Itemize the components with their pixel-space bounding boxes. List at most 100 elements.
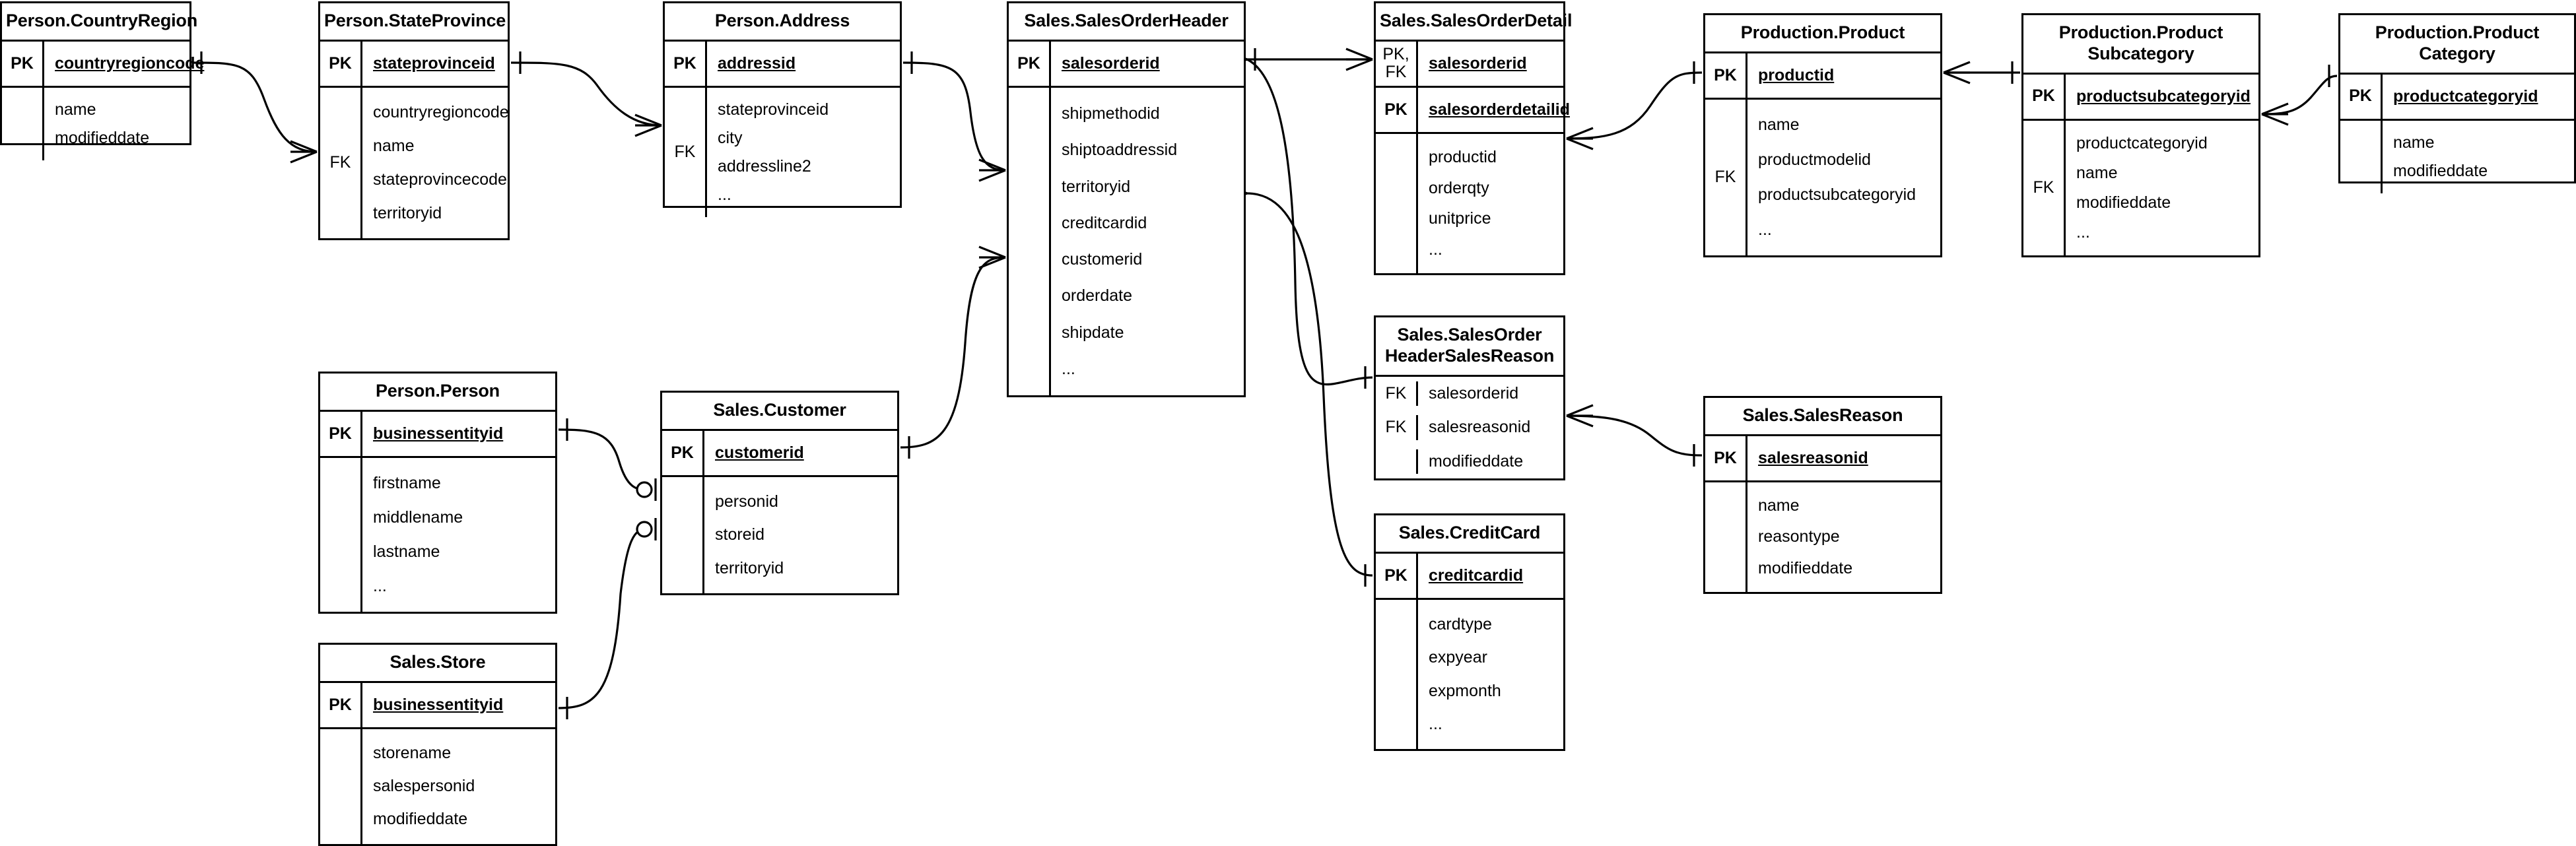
attribute-group: PK countryregioncode <box>2 41 204 88</box>
attribute-name: name <box>373 136 415 155</box>
attribute-name: ... <box>1758 220 1772 239</box>
attribute-name: productid <box>1758 65 1835 84</box>
attribute-name: modifieddate <box>373 810 468 829</box>
attribute-key-badge: PK <box>2 41 44 86</box>
attribute-name: addressline2 <box>718 156 811 176</box>
attribute-name: name <box>2393 133 2435 152</box>
rel-stateprovince-address <box>510 51 662 137</box>
entity-title: Person.Person <box>320 374 555 412</box>
attribute-group-body: name modifieddate <box>2340 120 2574 193</box>
attribute-name: stateprovinceid <box>373 53 495 73</box>
attribute-key-badge: PK <box>1376 553 1418 598</box>
attribute-name: businessentityid <box>373 424 504 443</box>
attribute-name: modifieddate <box>55 128 150 147</box>
attribute-key-column <box>1705 482 1747 592</box>
attribute-rows: businessentityid <box>362 683 555 727</box>
rel-store-customer <box>558 518 657 719</box>
attribute-rows: countryregioncode <box>44 42 204 86</box>
rel-countryregion-stateprovince <box>192 51 318 164</box>
attribute-rows: salesorderid <box>1051 42 1244 86</box>
entity-title: Production.Product <box>1705 15 1940 53</box>
attribute-key-badge: PK <box>1705 53 1747 98</box>
attribute-row: FK salesreasonid <box>1376 410 1563 444</box>
attribute-key-badge: FK <box>665 87 707 217</box>
attribute-rows: addressid <box>707 42 900 86</box>
attribute-name: ... <box>718 185 731 204</box>
attribute-row: modifieddate <box>1376 445 1563 478</box>
attribute-name: modifieddate <box>1429 451 1524 471</box>
attribute-name: salesreasonid <box>1429 418 1531 437</box>
attribute-key-badge: PK <box>1705 436 1747 480</box>
attribute-name: countryregioncode <box>55 53 205 73</box>
entity-title: Person.StateProvince <box>320 3 508 42</box>
attribute-name: productid <box>1429 147 1497 166</box>
attribute-name: shiptoaddressid <box>1062 141 1178 160</box>
rel-productsubcategory-productcategory <box>2261 65 2338 126</box>
entity-title: Sales.SalesOrderHeader <box>1009 3 1244 42</box>
attribute-name: productcategoryid <box>2076 133 2208 152</box>
attribute-key-column <box>320 729 362 844</box>
attribute-rows: salesorderid <box>1418 42 1563 86</box>
attribute-key-badge: FK <box>1376 415 1418 440</box>
rel-salesorderheader-salesorderdetail <box>1247 48 1373 71</box>
attribute-key-badge: PK <box>320 41 362 86</box>
attribute-name: ... <box>1429 240 1442 259</box>
attribute-name: salesorderid <box>1062 53 1160 73</box>
attribute-name: salesorderid <box>1429 53 1527 73</box>
attribute-key-badge <box>1376 449 1418 474</box>
attribute-rows: salesorderdetailid <box>1418 88 1570 132</box>
attribute-name: modifieddate <box>2393 161 2488 180</box>
attribute-name: expmonth <box>1429 681 1501 700</box>
attribute-rows: creditcardid <box>1418 554 1563 598</box>
attribute-name: salesorderdetailid <box>1429 100 1570 119</box>
attribute-name: cardtype <box>1429 614 1492 634</box>
entity-title: Sales.Store <box>320 645 555 683</box>
attribute-name: salespersonid <box>373 777 475 796</box>
attribute-name: shipdate <box>1062 323 1124 342</box>
attribute-name: productmodelid <box>1758 150 1871 169</box>
attribute-rows: customerid <box>704 431 897 475</box>
attribute-name: territoryid <box>373 203 442 222</box>
attribute-name: city <box>718 128 743 147</box>
attribute-key-badge: PK <box>2340 74 2383 119</box>
rel-sohsalesreason-salesreason <box>1566 404 1703 467</box>
